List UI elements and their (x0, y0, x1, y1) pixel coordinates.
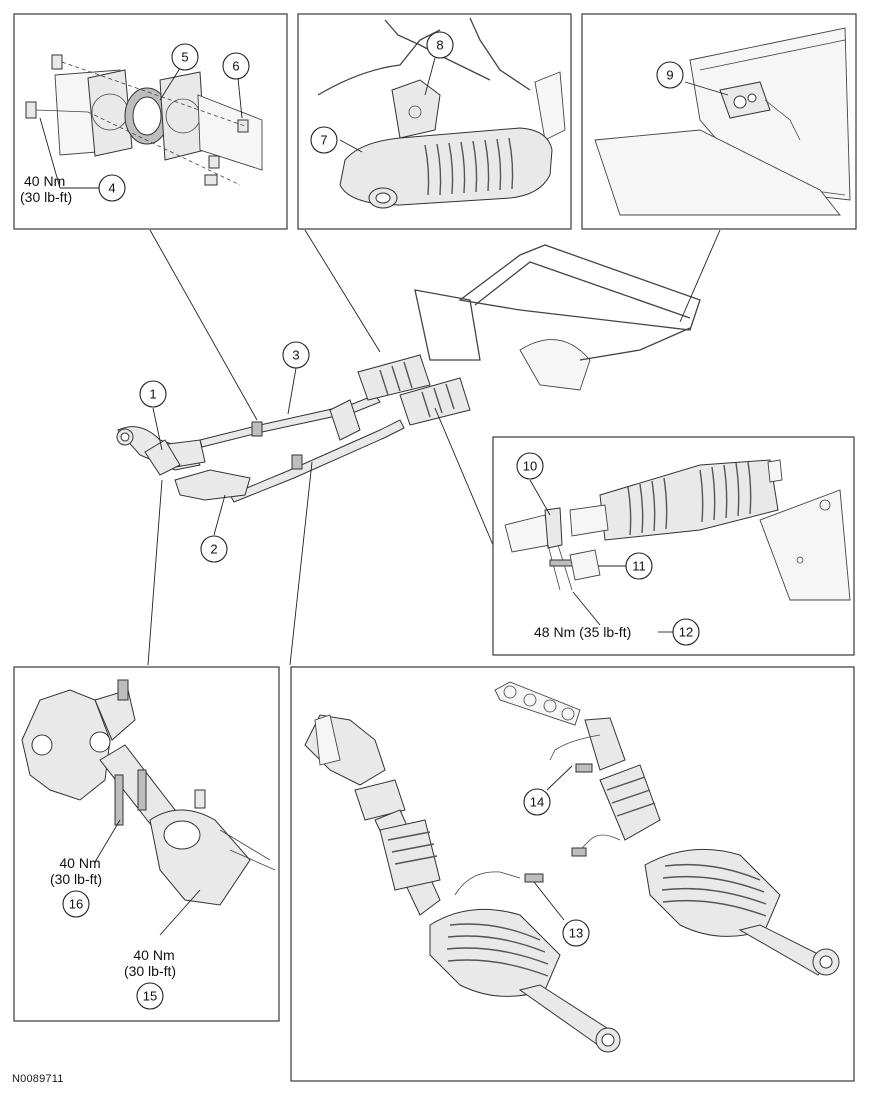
svg-text:6: 6 (232, 59, 239, 74)
panel-clamp (492, 436, 855, 656)
svg-text:40 Nm: 40 Nm (24, 173, 65, 189)
callout-8: 8 (426, 31, 454, 59)
torque-label-16: 40 Nm (30 lb-ft) (50, 855, 102, 887)
panel-manifold-studs (13, 666, 280, 1022)
svg-text:10: 10 (523, 459, 537, 474)
svg-text:7: 7 (320, 133, 327, 148)
callout-3: 3 (282, 341, 310, 369)
figure-id: N0089711 (12, 1073, 64, 1085)
callout-13: 13 (562, 919, 590, 947)
svg-text:13: 13 (569, 926, 583, 941)
torque-label-12: 48 Nm (35 lb-ft) (534, 624, 673, 640)
callout-7: 7 (310, 126, 338, 154)
panel-isolator (581, 13, 857, 230)
svg-text:(30 lb-ft): (30 lb-ft) (50, 871, 102, 887)
exhaust-system-overview (116, 229, 721, 666)
callout-5: 5 (171, 43, 199, 71)
torque-label-4: 40 Nm (30 lb-ft) (20, 173, 72, 205)
mount-bracket (391, 79, 441, 139)
svg-text:2: 2 (210, 542, 217, 557)
svg-text:48 Nm (35 lb-ft): 48 Nm (35 lb-ft) (534, 624, 631, 640)
torque-label-15: 40 Nm (30 lb-ft) (124, 947, 176, 979)
svg-text:14: 14 (530, 795, 544, 810)
callout-1: 1 (139, 380, 167, 408)
callout-6: 6 (222, 52, 250, 80)
callout-14: 14 (523, 788, 551, 816)
callout-2: 2 (200, 535, 228, 563)
callout-11: 11 (625, 552, 653, 580)
svg-text:8: 8 (436, 38, 443, 53)
svg-text:(30 lb-ft): (30 lb-ft) (124, 963, 176, 979)
svg-text:16: 16 (69, 897, 83, 912)
callout-10: 10 (516, 452, 544, 480)
svg-text:5: 5 (181, 50, 188, 65)
callout-12: 12 (672, 618, 700, 646)
svg-text:40 Nm: 40 Nm (59, 855, 100, 871)
svg-text:9: 9 (666, 68, 673, 83)
panel-catalysts-ho2s (290, 666, 855, 1082)
svg-text:15: 15 (143, 989, 157, 1004)
callout-9: 9 (656, 61, 684, 89)
callout-15: 15 (136, 982, 164, 1010)
callout-4: 4 (98, 174, 126, 202)
svg-text:4: 4 (108, 181, 115, 196)
panel-flange-gasket (13, 13, 288, 230)
svg-text:1: 1 (149, 387, 156, 402)
clamp (544, 507, 563, 549)
svg-text:12: 12 (679, 625, 693, 640)
svg-text:3: 3 (292, 348, 299, 363)
svg-text:11: 11 (632, 559, 646, 574)
svg-text:40 Nm: 40 Nm (133, 947, 174, 963)
callout-16: 16 (62, 890, 90, 918)
svg-text:(30 lb-ft): (30 lb-ft) (20, 189, 72, 205)
ho2s-sensor-upstream (575, 763, 593, 773)
ho2s-sensor-downstream (524, 873, 544, 883)
